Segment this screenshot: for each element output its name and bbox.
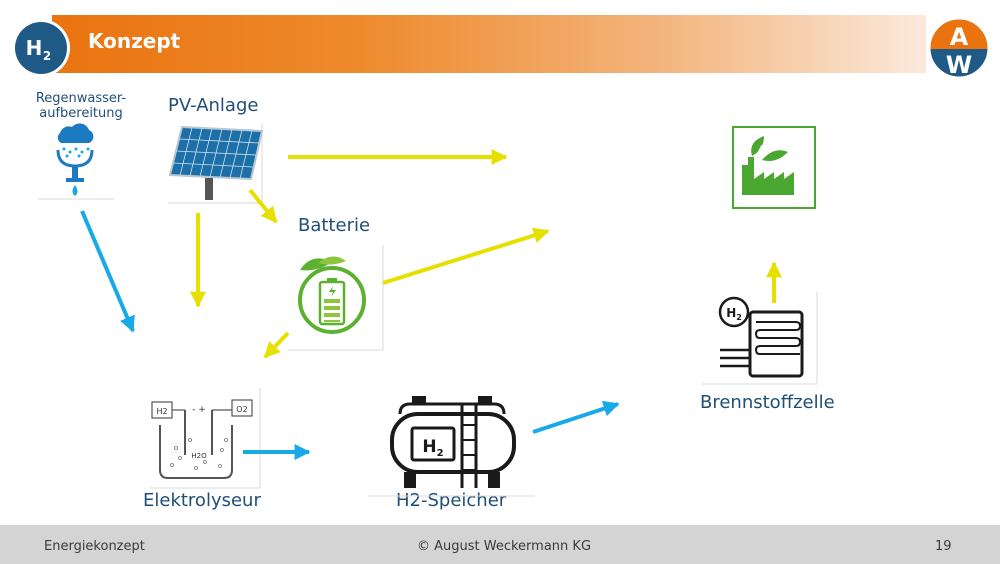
arrow-storage-to-fuelcell bbox=[532, 400, 620, 434]
header-bar bbox=[52, 15, 926, 73]
electrolyzer-icon: H2 O2 - + H2O bbox=[150, 388, 261, 489]
badge-h: H bbox=[26, 36, 43, 60]
aw-logo-icon: A W bbox=[929, 18, 989, 78]
footer-bar: Energiekonzept © August Weckermann KG 19 bbox=[0, 525, 1000, 564]
arrow-battery-to-electrolyzer bbox=[263, 331, 290, 359]
battery-label: Batterie bbox=[298, 215, 371, 236]
arrow-battery-to-consumer bbox=[382, 227, 550, 285]
rainwater-label-line2: aufbereitung bbox=[39, 106, 123, 121]
electrolyzer-h2-text: H2 bbox=[156, 407, 167, 416]
storage-h2-text: H2 bbox=[422, 437, 443, 459]
fuelcell-label: Brennstoffzelle bbox=[700, 392, 835, 413]
page-number: 19 bbox=[935, 539, 952, 554]
storage-label: H2-Speicher bbox=[396, 490, 507, 511]
electrolyzer-o2-text: O2 bbox=[236, 405, 247, 414]
green-factory-icon bbox=[732, 126, 816, 209]
arrow-pv-to-battery bbox=[248, 188, 278, 224]
footer-left-text: Energiekonzept bbox=[44, 539, 145, 554]
rainwater-icon bbox=[38, 123, 114, 200]
fuelcell-h2-text: H2 bbox=[726, 306, 742, 322]
h2-badge-icon: H 2 bbox=[12, 19, 70, 77]
electrolyzer-h2o-text: H2O bbox=[191, 452, 207, 460]
pv-panel-icon bbox=[168, 123, 264, 204]
battery-icon bbox=[288, 245, 384, 351]
h2-storage-icon: H2 bbox=[368, 396, 535, 497]
arrow-rainwater-to-electrolyzer bbox=[80, 210, 135, 333]
logo-w: W bbox=[946, 51, 972, 78]
logo-a: A bbox=[950, 23, 969, 51]
fuelcell-icon: H2 bbox=[702, 292, 818, 385]
badge-sub: 2 bbox=[43, 49, 51, 63]
rainwater-label: Regenwasser- aufbereitung bbox=[22, 91, 140, 121]
electrolyzer-label: Elektrolyseur bbox=[143, 490, 261, 511]
page-title: Konzept bbox=[88, 29, 181, 53]
rainwater-label-line1: Regenwasser- bbox=[35, 91, 127, 106]
electrolyzer-power-signs: - + bbox=[192, 405, 206, 415]
footer-copyright: © August Weckermann KG bbox=[417, 539, 592, 554]
pv-label: PV-Anlage bbox=[168, 95, 259, 116]
